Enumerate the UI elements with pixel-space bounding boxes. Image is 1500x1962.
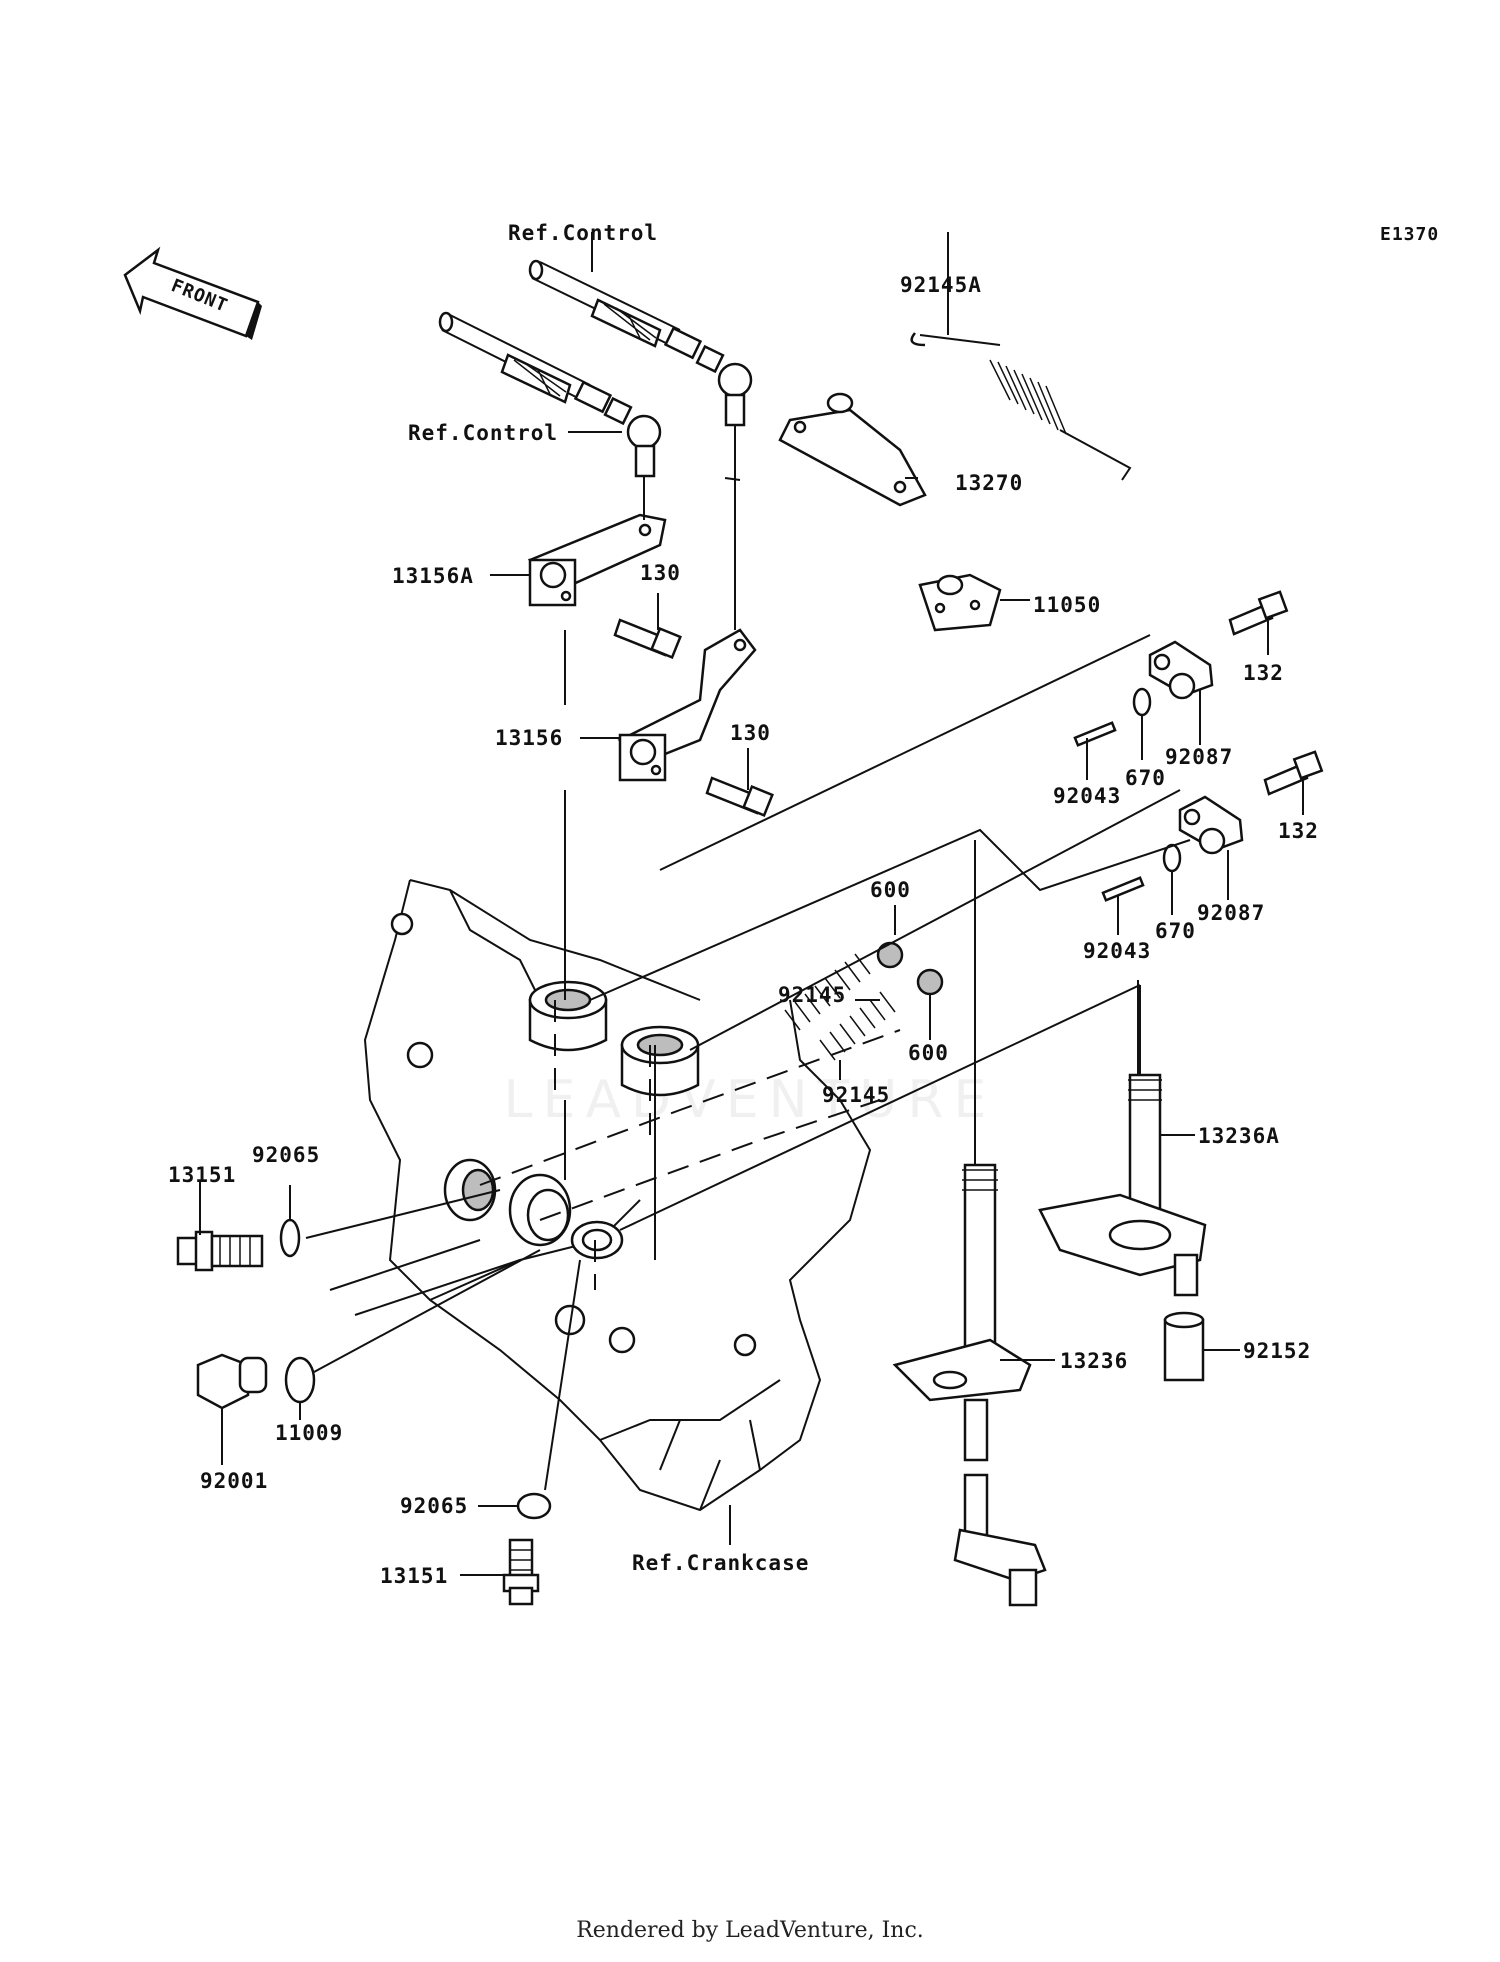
label-92145-b: 92145: [822, 1083, 890, 1107]
axis-lines: [329, 634, 1191, 1316]
label-92043-a: 92043: [1053, 784, 1121, 808]
washer-92065-a: [279, 1218, 301, 1258]
bolt-130-b: [705, 776, 774, 817]
label-13236: 13236: [1060, 1349, 1128, 1373]
label-13236A: 13236A: [1198, 1124, 1280, 1148]
bolt-132-a: [1228, 590, 1289, 636]
bolt-130-a: [613, 618, 682, 659]
shaft-13236A: [1038, 1073, 1207, 1297]
label-ref-control-top: Ref.Control: [508, 221, 658, 245]
ball-600-b: [916, 968, 944, 996]
front-arrow-icon: FRONT: [123, 246, 262, 340]
footer-credit: Rendered by LeadVenture, Inc.: [576, 1918, 924, 1943]
label-130-a: 130: [640, 561, 681, 585]
lever-13156: [617, 628, 757, 782]
crankcase-hole-e: [390, 912, 414, 936]
bracket-11050: [918, 573, 1002, 632]
crankcase-outline: [363, 879, 872, 1512]
label-132-a: 132: [1243, 661, 1284, 685]
plate-13270: [778, 392, 927, 507]
switch-13151-b: [502, 1538, 540, 1606]
watermark: LEADVENTURE: [503, 1070, 997, 1130]
label-ref-crankcase: Ref.Crankcase: [632, 1551, 809, 1575]
label-11009: 11009: [275, 1421, 343, 1445]
control-rod-upper: [528, 259, 753, 427]
assembly-dashed-lines: [479, 1000, 901, 1290]
washer-11009: [284, 1356, 316, 1404]
label-11050: 11050: [1033, 593, 1101, 617]
label-13151-a: 13151: [168, 1163, 236, 1187]
crankcase-boss-1: [528, 980, 608, 1052]
label-92145-a: 92145: [778, 983, 846, 1007]
crankcase-hole-d: [406, 1041, 434, 1069]
label-ref-control-left: Ref.Control: [408, 421, 558, 445]
label-670-b: 670: [1155, 919, 1196, 943]
spring-92145A: [910, 332, 1132, 481]
label-92065-a: 92065: [252, 1143, 320, 1167]
ball-600-a: [876, 941, 904, 969]
crankcase-bore-3: [570, 1220, 624, 1260]
oring-670-a: [1132, 687, 1152, 717]
spring-92145-b: [819, 991, 896, 1061]
crankcase-bore-1: [443, 1158, 497, 1222]
label-600-a: 600: [870, 878, 911, 902]
bolt-132-b: [1263, 750, 1324, 796]
label-130-b: 130: [730, 721, 771, 745]
label-92145A: 92145A: [900, 273, 982, 297]
crankcase-boss-2: [620, 1025, 700, 1097]
switch-13151-a: [176, 1230, 264, 1272]
label-13156: 13156: [495, 726, 563, 750]
label-600-b: 600: [908, 1041, 949, 1065]
washer-92065-b: [516, 1492, 552, 1520]
label-92043-b: 92043: [1083, 939, 1151, 963]
pin-92043-b: [1101, 876, 1145, 902]
crankcase-bore-2: [508, 1173, 572, 1247]
leader-lines: [199, 232, 1304, 1576]
label-92152: 92152: [1243, 1339, 1311, 1363]
label-92001: 92001: [200, 1469, 268, 1493]
pin-92043-a: [1073, 721, 1117, 747]
pin-92087-b: [1178, 795, 1244, 855]
lever-13156A: [527, 513, 667, 607]
shaft-13236: [892, 1163, 1047, 1607]
control-rod-lower: [438, 311, 662, 478]
diagram-code: E1370: [1380, 224, 1439, 245]
label-92087-b: 92087: [1197, 901, 1265, 925]
crankcase-hole-c: [733, 1333, 757, 1357]
label-92065-b: 92065: [400, 1494, 468, 1518]
collar-92152: [1163, 1311, 1205, 1382]
label-670-a: 670: [1125, 766, 1166, 790]
label-13270: 13270: [955, 471, 1023, 495]
crankcase-hole-b: [608, 1326, 636, 1354]
plug-92001: [196, 1353, 268, 1410]
label-13156A: 13156A: [392, 564, 474, 588]
pin-92087-a: [1148, 640, 1214, 700]
label-132-b: 132: [1278, 819, 1319, 843]
label-92087-a: 92087: [1165, 745, 1233, 769]
label-13151-b: 13151: [380, 1564, 448, 1588]
